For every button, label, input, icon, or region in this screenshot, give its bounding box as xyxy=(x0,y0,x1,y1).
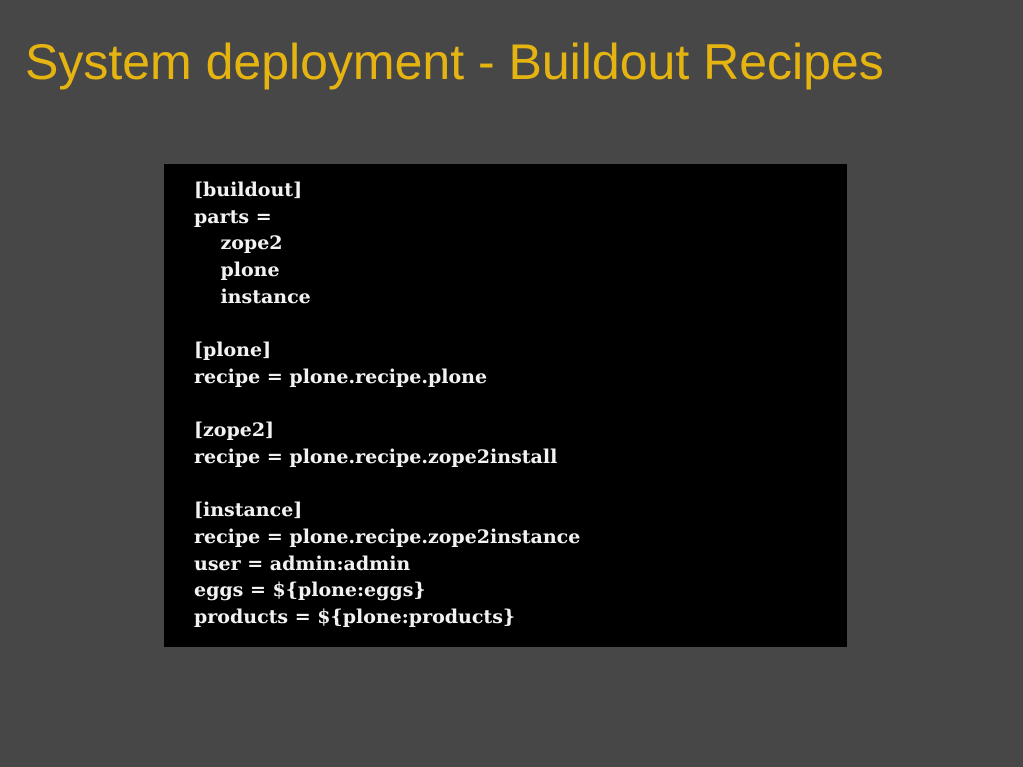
code-line xyxy=(194,310,847,337)
code-line: instance xyxy=(194,285,311,308)
code-line: recipe = plone.recipe.plone xyxy=(194,365,488,388)
code-line: products = ${plone:products} xyxy=(194,606,516,628)
code-line: parts = xyxy=(194,205,272,228)
code-line: [zope2] xyxy=(194,419,275,442)
code-line: eggs = ${plone:eggs} xyxy=(194,579,426,602)
code-line: user = admin:admin xyxy=(194,552,411,575)
slide-title: System deployment - Buildout Recipes xyxy=(25,34,884,90)
code-line: [plone] xyxy=(194,339,272,362)
code-line xyxy=(194,391,847,418)
code-line xyxy=(194,471,847,498)
code-block: [buildout] parts = zope2 plone instance … xyxy=(164,164,847,647)
code-line: plone xyxy=(194,259,280,282)
code-line: zope2 xyxy=(194,232,283,255)
code-line: recipe = plone.recipe.zope2install xyxy=(194,445,558,468)
code-line: [buildout] xyxy=(194,179,303,201)
code-line: recipe = plone.recipe.zope2instance xyxy=(194,525,581,548)
code-line: [instance] xyxy=(194,499,303,522)
